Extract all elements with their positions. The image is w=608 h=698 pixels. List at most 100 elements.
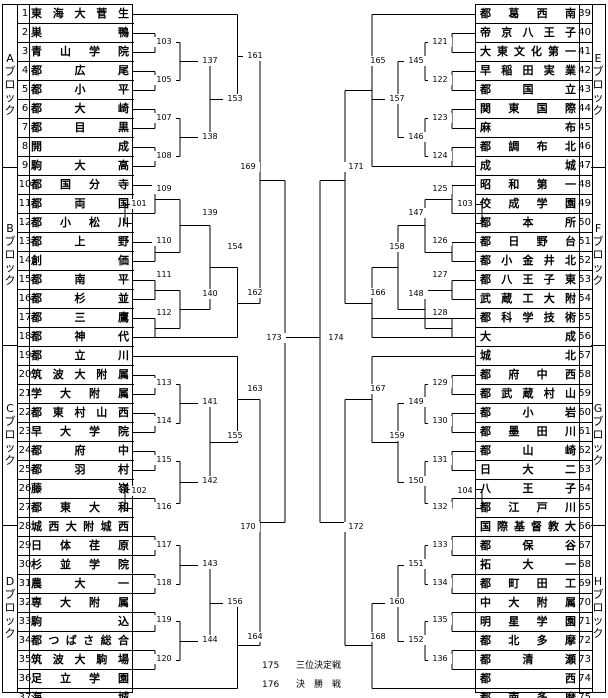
legend-final-label: 決 勝 戦 xyxy=(296,680,342,690)
team-name: 国際基督教大 xyxy=(480,520,576,533)
team-name: 都北多摩 xyxy=(480,634,576,647)
match-110: 110 xyxy=(152,236,176,246)
team-seed-number: 6 xyxy=(21,103,29,114)
team-seed-number: 64 xyxy=(578,483,591,494)
match-165: 165 xyxy=(366,56,390,66)
team-seed-number: 51 xyxy=(578,236,591,247)
team-seed-number: 16 xyxy=(18,293,32,304)
team-seed-number: 29 xyxy=(18,540,32,551)
match-134: 134 xyxy=(428,578,452,588)
match-102: 102 xyxy=(130,486,148,496)
team-name: 都神代 xyxy=(31,330,129,343)
team-name: 麻布 xyxy=(480,121,576,134)
team-name: 筑波大附属 xyxy=(31,368,129,381)
team-seed-number: 44 xyxy=(578,103,591,114)
team-seed-number: 67 xyxy=(578,540,591,551)
team-name: 都小岩 xyxy=(480,406,576,419)
team-seed-number: 19 xyxy=(18,350,32,361)
team-name: 佼成学園 xyxy=(480,197,576,210)
team-seed-number: 70 xyxy=(578,597,591,608)
team-name: 都八王子東 xyxy=(480,273,576,286)
team-name: 開成 xyxy=(31,140,129,153)
team-name: 都国分寺 xyxy=(31,178,129,191)
match-135: 135 xyxy=(428,615,452,625)
match-111: 111 xyxy=(152,270,176,280)
match-158: 158 xyxy=(385,242,409,252)
team-seed-number: 26 xyxy=(18,483,32,494)
team-seed-number: 32 xyxy=(18,597,32,608)
team-seed-number: 68 xyxy=(578,559,591,570)
team-name: 早稲田実業 xyxy=(480,64,576,77)
team-name: 大成 xyxy=(480,330,576,343)
team-name: 巣鴨 xyxy=(31,26,129,39)
match-154: 154 xyxy=(223,242,247,252)
team-name: 武蔵工大附 xyxy=(480,292,576,305)
team-seed-number: 52 xyxy=(578,255,591,266)
team-seed-number: 12 xyxy=(18,217,32,228)
match-174: 174 xyxy=(324,333,348,343)
match-144: 144 xyxy=(198,635,222,645)
left-team-table xyxy=(2,4,133,693)
match-115: 115 xyxy=(152,455,176,465)
match-173: 173 xyxy=(262,333,286,343)
team-name: 都府中西 xyxy=(480,368,576,381)
team-name: 都町田工 xyxy=(480,577,576,590)
team-seed-number: 36 xyxy=(18,673,32,684)
team-seed-number: 11 xyxy=(18,198,32,209)
team-name: 都保谷 xyxy=(480,539,576,552)
match-145: 145 xyxy=(404,56,428,66)
match-103r: 103 xyxy=(456,199,474,209)
match-155: 155 xyxy=(223,431,247,441)
team-seed-number: 73 xyxy=(578,654,591,665)
match-107: 107 xyxy=(152,113,176,123)
team-name: 都清瀬 xyxy=(480,653,576,666)
team-seed-number: 18 xyxy=(18,331,32,342)
team-seed-number: 63 xyxy=(578,464,591,475)
team-name: 城西大附城西 xyxy=(31,520,129,533)
team-seed-number: 59 xyxy=(578,388,591,399)
team-name: 都本所 xyxy=(480,216,576,229)
team-seed-number: 14 xyxy=(18,255,32,266)
team-name: 都両国 xyxy=(31,197,129,210)
match-160: 160 xyxy=(385,597,409,607)
team-seed-number: 34 xyxy=(18,635,32,646)
match-136: 136 xyxy=(428,654,452,664)
match-142: 142 xyxy=(198,476,222,486)
match-167: 167 xyxy=(366,384,390,394)
team-name: 青山学院 xyxy=(31,45,129,58)
team-name: 日体荏原 xyxy=(31,539,129,552)
legend-final-number: 176 xyxy=(262,680,280,690)
match-138: 138 xyxy=(198,132,222,142)
team-seed-number: 9 xyxy=(21,160,29,171)
match-132: 132 xyxy=(428,502,452,512)
team-seed-number: 22 xyxy=(18,407,32,418)
